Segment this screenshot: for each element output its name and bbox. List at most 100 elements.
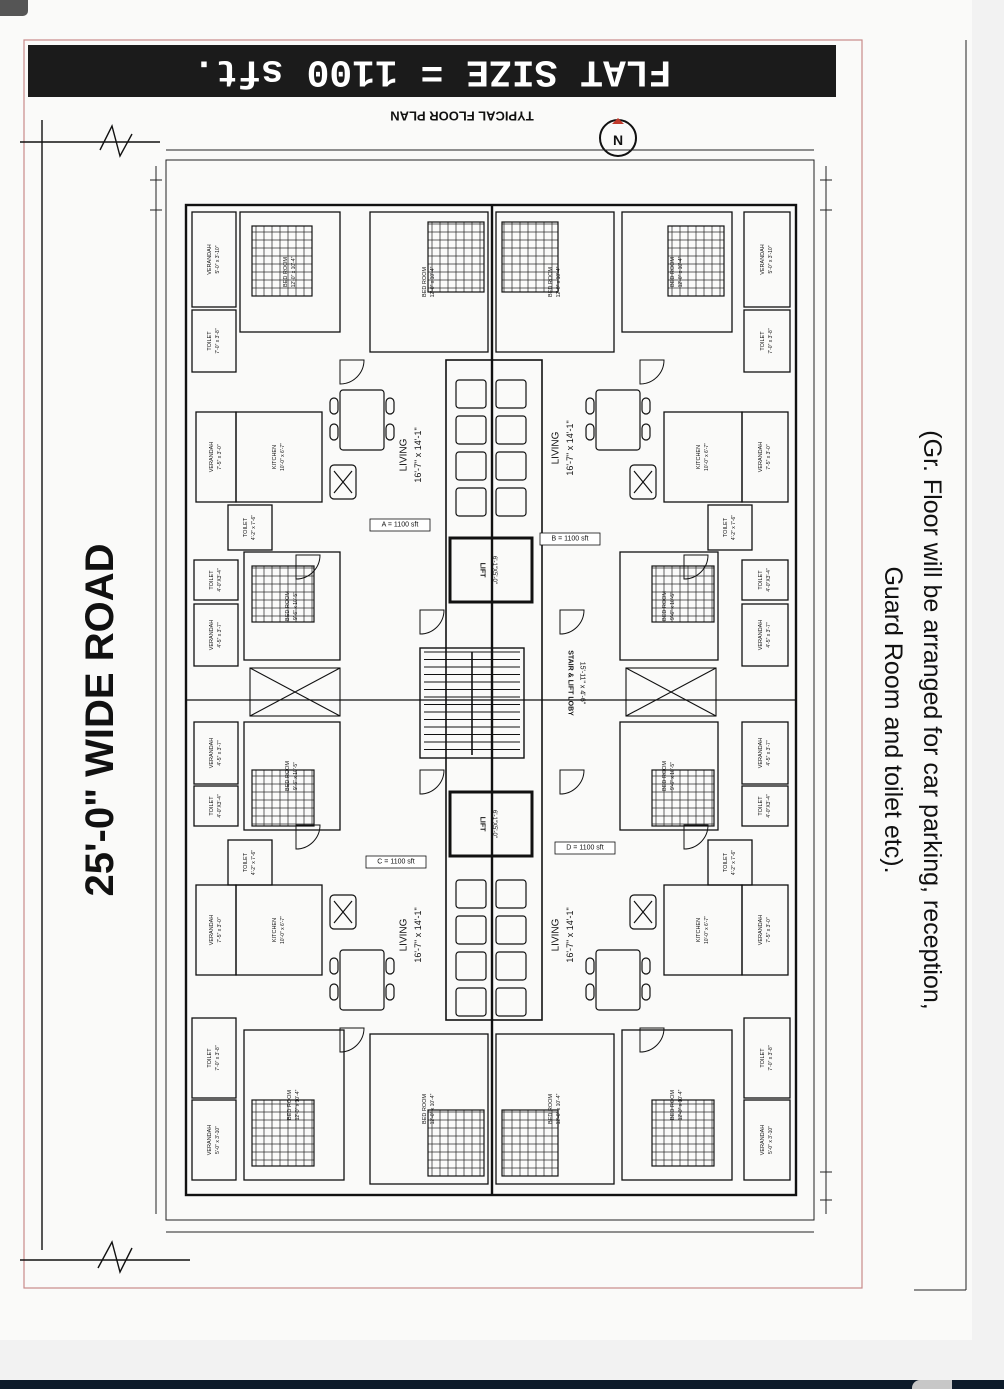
verandah-a3-label: VERANDAH bbox=[209, 620, 215, 651]
cupboard bbox=[495, 987, 527, 1017]
bed-room-d1-wall bbox=[621, 1029, 733, 1181]
flat-c: C = 1100 sft LIVING 16'-7" x 14'-1" bbox=[365, 855, 427, 963]
toilet-c3-wall bbox=[193, 785, 239, 827]
toilet-b1-label: TOILET bbox=[760, 331, 766, 351]
bed-room-b3-wall bbox=[619, 551, 719, 661]
sofa-1 bbox=[329, 464, 357, 500]
lift-dim-1: 6'-1"X5'-0" bbox=[491, 556, 497, 584]
cupboard bbox=[495, 379, 527, 409]
bed-room-d3-wall bbox=[619, 721, 719, 831]
flat-b: B = 1100 sft LIVING 16'-7" x 14'-1" bbox=[539, 420, 601, 546]
toilet-b2-wall bbox=[707, 504, 753, 551]
cupboard bbox=[495, 451, 527, 481]
toilet-d1-wall bbox=[743, 1017, 791, 1099]
toilet-c3-dim: 4'-0"X3'-4" bbox=[217, 794, 223, 817]
verandah-c3-wall bbox=[193, 721, 239, 785]
duct-shaft-1 bbox=[249, 667, 341, 717]
toilet-d3-wall bbox=[741, 785, 789, 827]
flat-d-living: LIVING bbox=[551, 918, 562, 951]
bed-3 bbox=[501, 221, 559, 293]
toilet-c1-label: TOILET bbox=[207, 1048, 213, 1068]
bed-room-c2-dim: 12'-0" x 10'-4" bbox=[430, 1093, 436, 1124]
bed-10 bbox=[427, 1109, 485, 1177]
toilet-b1-dim: 7'-0" x 3'-8" bbox=[768, 328, 774, 353]
toilet-a3-wall bbox=[193, 559, 239, 601]
sofa-3 bbox=[329, 894, 357, 930]
cupboard bbox=[455, 451, 487, 481]
toilet-d1-label: TOILET bbox=[760, 1048, 766, 1068]
bed-1 bbox=[251, 225, 313, 297]
verandah-a2-wall bbox=[195, 411, 237, 503]
toilet-b3-wall bbox=[741, 559, 789, 601]
cupboard bbox=[455, 951, 487, 981]
plan-title: FLAT SIZE = 1100 sft. bbox=[193, 50, 672, 93]
cupboard bbox=[455, 487, 487, 517]
cupboard bbox=[495, 879, 527, 909]
cupboard bbox=[455, 415, 487, 445]
bed-2 bbox=[427, 221, 485, 293]
plot-boundary bbox=[150, 149, 832, 1233]
flat-a-living: LIVING bbox=[399, 438, 410, 471]
bed-5 bbox=[251, 565, 315, 623]
verandah-d3-label: VERANDAH bbox=[758, 738, 764, 769]
door-12 bbox=[559, 769, 585, 795]
cupboard bbox=[495, 487, 527, 517]
toilet-b2-label: TOILET bbox=[723, 517, 729, 537]
toilet-a2-label: TOILET bbox=[243, 517, 249, 537]
toilet-b2-dim: 4'-2" x 7'-6" bbox=[731, 515, 737, 540]
toilet-a1-dim: 7'-0" x 3'-8" bbox=[215, 328, 221, 353]
title-banner: FLAT SIZE = 1100 sft. bbox=[28, 45, 836, 97]
door-3 bbox=[295, 554, 321, 580]
flat-d: D = 1100 sft LIVING 16'-7" x 14'-1" bbox=[551, 841, 616, 963]
flat-d-tag: D = 1100 sft bbox=[566, 845, 603, 852]
kitchen-c-dim: 10'-0" x 6'-7" bbox=[280, 916, 286, 944]
verandah-d3-wall bbox=[741, 721, 789, 785]
flat-b-living: LIVING bbox=[551, 431, 562, 464]
bed-9 bbox=[251, 1099, 315, 1167]
kitchen-a-dim: 10'-0" x 6'-7" bbox=[280, 443, 286, 471]
north-arrow: N bbox=[599, 118, 637, 157]
lift-label-1: LIFT bbox=[479, 563, 486, 578]
kitchen-b-dim: 10'-0" x 6'-7" bbox=[704, 443, 710, 471]
sofa-4 bbox=[629, 894, 657, 930]
door-4 bbox=[683, 554, 709, 580]
note-line-1: (Gr. Floor will be arranged for car park… bbox=[918, 430, 946, 1009]
verandah-c3-label: VERANDAH bbox=[209, 738, 215, 769]
verandah-b3-wall bbox=[741, 603, 789, 667]
bed-6 bbox=[651, 565, 715, 623]
toilet-d3-dim: 4'-0"X3'-4" bbox=[766, 794, 772, 817]
verandah-d1-dim: 5'-0" x 3'-10" bbox=[768, 1126, 774, 1154]
kitchen-a-wall bbox=[235, 411, 323, 503]
flat-a: A = 1100 sft LIVING 16'-7" x 14'-1" bbox=[369, 427, 431, 532]
note-line-2: Guard Room and toilet etc). bbox=[879, 566, 907, 873]
bed-4 bbox=[667, 225, 725, 297]
lift-label-2: LIFT bbox=[479, 817, 486, 832]
verandah-d1-wall bbox=[743, 1099, 791, 1181]
door-6 bbox=[683, 824, 709, 850]
toilet-c2-wall bbox=[227, 839, 273, 886]
flat-d-living-dim: 16'-7" x 14'-1" bbox=[565, 907, 575, 962]
lobby-dim: 15'-11" x 4'-6" bbox=[579, 662, 586, 705]
kitchen-c-label: KITCHEN bbox=[272, 918, 278, 942]
verandah-a1-label: VERANDAH bbox=[207, 244, 213, 275]
verandah-d2-wall bbox=[741, 884, 789, 976]
bed-room-a2-label: BED ROOM bbox=[422, 267, 428, 297]
verandah-c2-label: VERANDAH bbox=[209, 915, 215, 946]
flat-c-tag: C = 1100 sft bbox=[377, 859, 414, 866]
verandah-c1-dim: 5'-0" x 3'-10" bbox=[215, 1126, 221, 1154]
bed-room-c3-wall bbox=[243, 721, 341, 831]
flat-b-tag: B = 1100 sft bbox=[551, 536, 588, 543]
kitchen-b-wall bbox=[663, 411, 743, 503]
